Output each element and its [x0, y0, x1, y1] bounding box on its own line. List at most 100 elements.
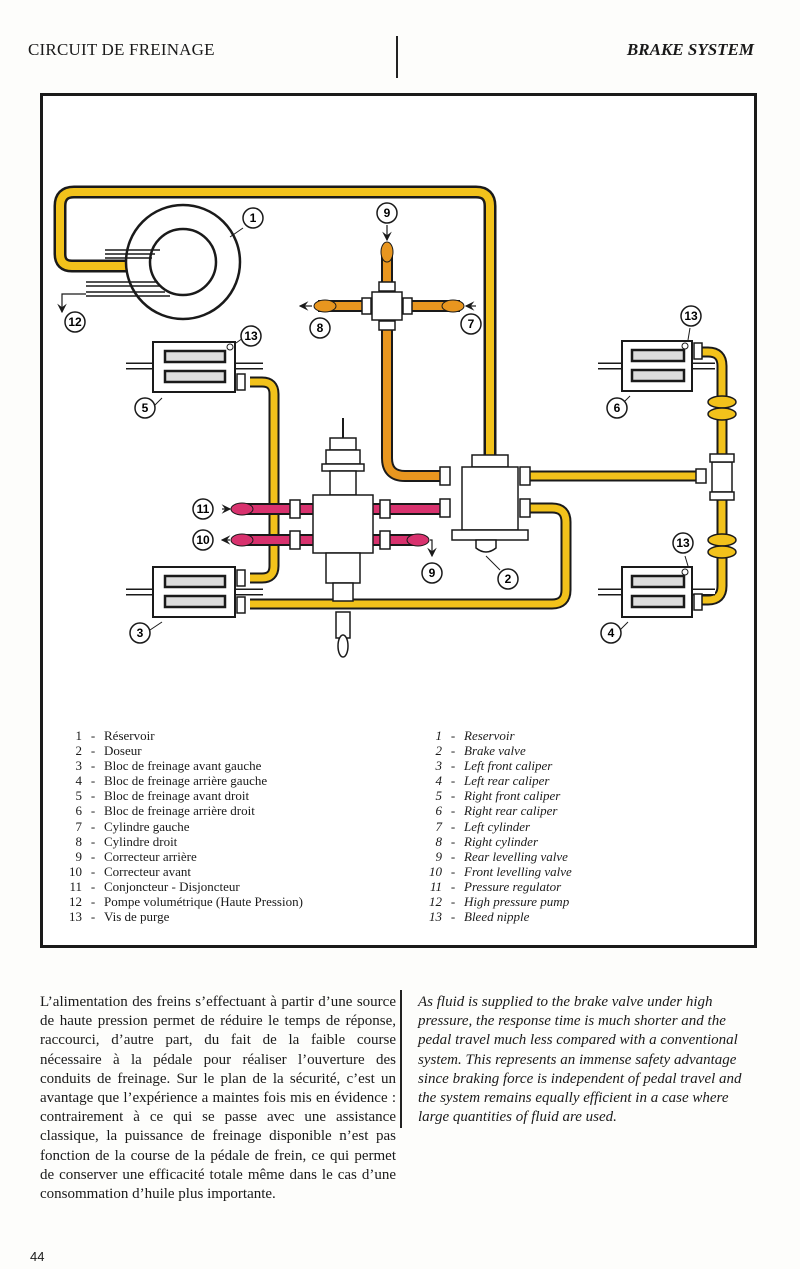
legend-item-number: 13	[69, 909, 82, 925]
legend-item-dash: -	[90, 818, 96, 834]
legend-item-dash: -	[450, 773, 456, 789]
legend-item-number: 1	[75, 728, 83, 743]
front-cylinder-pipes	[298, 225, 476, 482]
legend-item-label: Reservoir	[464, 728, 515, 743]
legend-item-dash: -	[450, 803, 456, 819]
legend-item: 2-Doseur	[58, 743, 303, 758]
legend-item-number: 3	[435, 758, 443, 774]
callout-13-right-front: 13	[240, 325, 262, 347]
legend-item-dash: -	[450, 863, 456, 879]
legend-item-number: 10	[429, 863, 442, 879]
legend-item-dash: -	[90, 909, 96, 925]
legend-item-dash: -	[450, 894, 456, 910]
callout-9-top: 9	[376, 202, 398, 224]
svg-text:6: 6	[614, 401, 621, 415]
legend-item-number: 8	[435, 833, 443, 849]
body-text-english: As fluid is supplied to the brake valve …	[418, 994, 742, 1126]
legend-item-dash: -	[450, 833, 456, 849]
legend-item-label: High pressure pump	[464, 894, 570, 910]
legend-item-dash: -	[450, 758, 456, 774]
legend-item-dash: -	[450, 788, 456, 804]
svg-text:13: 13	[244, 329, 258, 343]
legend-item-number: 2	[75, 743, 83, 759]
legend-item-label: Bleed nipple	[464, 909, 530, 925]
legend-item-number: 12	[429, 894, 442, 910]
svg-text:4: 4	[608, 626, 615, 640]
brake-valve	[439, 454, 531, 553]
svg-text:8: 8	[317, 321, 324, 335]
legend-item-dash: -	[90, 743, 96, 759]
callout-7: 7	[460, 313, 482, 335]
callout-leaders	[149, 227, 691, 631]
legend-item-dash: -	[450, 878, 456, 894]
legend-item-label: Right rear caliper	[464, 803, 558, 819]
legend-item-number: 9	[75, 848, 83, 864]
callout-8: 8	[309, 317, 331, 339]
legend-item-label: Correcteur avant	[104, 863, 191, 879]
page-number: 44	[30, 1249, 45, 1264]
svg-text:9: 9	[429, 566, 436, 580]
caliper-left-rear	[598, 566, 715, 618]
legend-item: 6-Bloc de freinage arrière droit	[58, 803, 303, 818]
legend-item: 13-Vis de purge	[58, 909, 303, 924]
legend-item-number: 8	[75, 833, 83, 849]
legend-item: 12-Pompe volumétrique (Haute Pression)	[58, 894, 303, 909]
legend-item: 4-Left rear caliper	[418, 773, 572, 788]
legend-item-dash: -	[450, 848, 456, 864]
callout-12: 12	[64, 311, 86, 333]
callout-5: 5	[134, 397, 156, 419]
legend-item-number: 11	[429, 878, 442, 894]
legend-item: 6-Right rear caliper	[418, 803, 572, 818]
legend-item-number: 11	[69, 878, 82, 894]
brake-system-diagram: 1 2 3 4 5 6 7 8 9 9 10 11 12 13 13 13	[53, 185, 737, 658]
legend-item: 10-Front levelling valve	[418, 864, 572, 879]
legend-item-number: 9	[435, 848, 443, 864]
legend-item-dash: -	[90, 773, 96, 789]
legend-item-label: Bloc de freinage arrière droit	[104, 803, 255, 819]
callout-11: 11	[192, 498, 214, 520]
callout-13-right-rear: 13	[680, 305, 702, 327]
header-title-english: BRAKE SYSTEM	[626, 40, 754, 59]
legend-item-dash: -	[90, 803, 96, 819]
legend-item-label: Bloc de freinage avant gauche	[104, 758, 262, 774]
legend-item-number: 6	[75, 803, 83, 819]
callout-3: 3	[129, 622, 151, 644]
caliper-right-rear	[598, 340, 715, 392]
caliper-left-front	[126, 566, 263, 618]
legend-item-dash: -	[90, 833, 96, 849]
legend-item: 5-Right front caliper	[418, 788, 572, 803]
legend-item-dash: -	[90, 788, 96, 804]
legend-item: 7-Left cylinder	[418, 819, 572, 834]
legend-item-label: Conjoncteur - Disjoncteur	[104, 878, 240, 894]
legend-item-dash: -	[90, 728, 96, 743]
column-divider	[400, 990, 402, 1128]
svg-text:12: 12	[68, 315, 82, 329]
legend-item: 1-Reservoir	[418, 728, 572, 743]
legend-item-label: Right front caliper	[464, 788, 561, 804]
legend-item-label: Réservoir	[104, 728, 155, 743]
legend-item-dash: -	[90, 878, 96, 894]
callout-13-left-rear: 13	[672, 532, 694, 554]
svg-text:7: 7	[468, 317, 475, 331]
legend-item-number: 1	[435, 728, 443, 743]
legend-item-number: 12	[69, 894, 82, 910]
legend-item-number: 2	[435, 743, 443, 759]
legend-item: 3-Bloc de freinage avant gauche	[58, 758, 303, 773]
legend-item-label: Vis de purge	[104, 909, 170, 925]
svg-text:11: 11	[197, 502, 210, 516]
legend-item-label: Brake valve	[464, 743, 526, 759]
legend-item-label: Front levelling valve	[464, 863, 572, 879]
legend-item-dash: -	[90, 758, 96, 774]
svg-text:13: 13	[684, 309, 698, 323]
legend-item-label: Doseur	[104, 743, 142, 759]
legend-item-number: 3	[75, 758, 83, 774]
legend-item-label: Left rear caliper	[464, 773, 550, 789]
legend-item: 7-Cylindre gauche	[58, 819, 303, 834]
legend-item-number: 4	[75, 773, 83, 789]
legend-item-number: 5	[75, 788, 83, 804]
legend-item-label: Right cylinder	[464, 833, 539, 849]
caliper-right-front	[126, 341, 263, 393]
legend-item: 10-Correcteur avant	[58, 864, 303, 879]
